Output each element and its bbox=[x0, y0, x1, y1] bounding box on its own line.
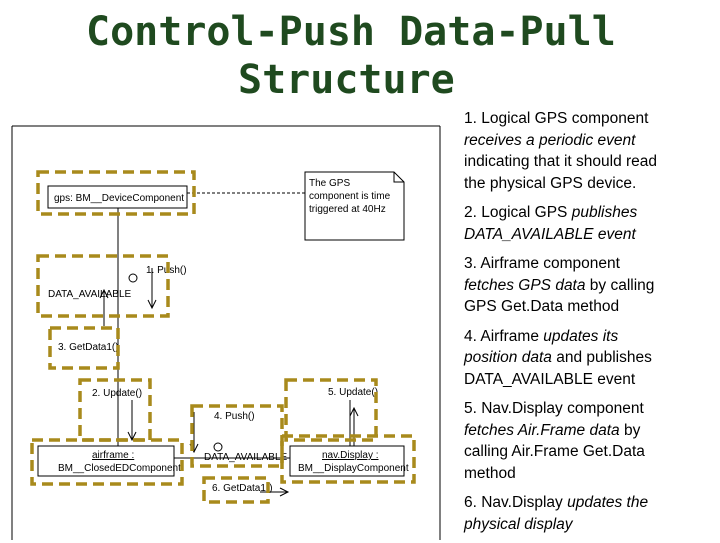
step-text-segment: updates the bbox=[567, 494, 649, 511]
step-text-segment: 6. Nav.Display bbox=[464, 494, 568, 511]
step-line: 5. Nav.Display component bbox=[464, 398, 716, 420]
step-line: 6. Nav.Display updates the bbox=[464, 492, 716, 514]
highlight-gps-box bbox=[36, 170, 196, 216]
highlight-get-data-6 bbox=[202, 476, 270, 504]
slide-title-line-2: Structure bbox=[238, 57, 455, 103]
step-text-segment: publishes bbox=[571, 204, 638, 221]
step-text-segment: DATA_AVAILABLE event bbox=[464, 225, 636, 243]
update-2-label: 2. Update() bbox=[92, 388, 142, 399]
airframe-component-box bbox=[37, 445, 175, 477]
highlight-navdisplay-box bbox=[280, 434, 416, 484]
event-circle-2 bbox=[213, 442, 223, 452]
step-text-segment: receives a periodic event bbox=[464, 131, 636, 149]
note-line-1: The GPS bbox=[309, 178, 350, 189]
step-text-segment: by calling bbox=[585, 276, 655, 294]
note-line-2: component is time bbox=[309, 191, 391, 202]
step-line: GPS Get.Data method bbox=[464, 296, 716, 318]
step-item-1: 1. Logical GPS component receives a perio… bbox=[464, 108, 716, 194]
step-text-segment: GPS Get.Data method bbox=[464, 298, 620, 315]
step-text-segment: indicating that it should read bbox=[464, 153, 658, 170]
step-text-segment: fetches Air.Frame data bbox=[464, 421, 620, 439]
event-circle-1 bbox=[128, 273, 138, 283]
step-text-segment: by bbox=[619, 421, 641, 439]
step-line: 4. Airframe updates its bbox=[464, 326, 716, 348]
step-text-segment: and publishes bbox=[551, 349, 652, 366]
highlight-airframe-box bbox=[30, 438, 184, 486]
step-line: physical display bbox=[464, 514, 716, 536]
gps-component-box bbox=[47, 185, 188, 209]
step-line: calling Air.Frame Get.Data bbox=[464, 441, 716, 463]
step-text-segment: 1. Logical GPS component bbox=[464, 110, 649, 127]
highlight-update-5-area bbox=[284, 378, 378, 442]
step-item-5: 5. Nav.Display component fetches Air.Fram… bbox=[464, 398, 716, 484]
update-5-label: 5. Update() bbox=[328, 387, 378, 398]
step-text-segment: updates its bbox=[543, 327, 619, 345]
step-line: position data and publishes bbox=[464, 347, 716, 369]
step-list: 1. Logical GPS component receives a perio… bbox=[464, 108, 716, 543]
arrow-update-2 bbox=[127, 400, 137, 442]
get-data-6-label: 6. GetData1() bbox=[212, 483, 273, 494]
step-line: method bbox=[464, 463, 716, 485]
step-line: DATA_AVAILABLE event bbox=[464, 369, 716, 391]
highlight-data-available bbox=[36, 254, 170, 318]
arrow-push-1 bbox=[147, 268, 157, 310]
step-item-3: 3. Airframe component fetches GPS data by… bbox=[464, 253, 716, 318]
note-gps-timing: The GPS component is time triggered at 4… bbox=[304, 171, 405, 241]
arrow-get-data-3 bbox=[99, 288, 109, 326]
step-line: 3. Airframe component bbox=[464, 253, 716, 275]
step-line: DATA_AVAILABLE event bbox=[464, 224, 716, 246]
arrow-update-5 bbox=[349, 406, 359, 448]
step-text-segment: position data bbox=[464, 349, 552, 366]
navdisplay-name-label: nav.Display : bbox=[322, 450, 379, 461]
highlight-get-data-3 bbox=[48, 326, 120, 370]
step-text-segment: 5. Nav.Display component bbox=[464, 400, 644, 417]
step-line: indicating that it should read bbox=[464, 151, 716, 173]
arrow-get-data-6 bbox=[260, 487, 290, 497]
step-text-segment: physical display bbox=[464, 515, 573, 533]
step-text-segment: calling Air.Frame Get.Data bbox=[464, 443, 645, 460]
step-text-segment: 3. Airframe component bbox=[464, 255, 620, 272]
step-text-segment: fetches GPS data bbox=[464, 276, 586, 294]
navdisplay-type-label: BM__DisplayComponent bbox=[298, 463, 409, 474]
step-line: 2. Logical GPS publishes bbox=[464, 202, 716, 224]
uml-collaboration-diagram: gps: BM__DeviceComponent The GPS compone… bbox=[11, 125, 441, 540]
highlight-update-2 bbox=[78, 378, 152, 442]
step-line: 1. Logical GPS component bbox=[464, 108, 716, 130]
step-line: receives a periodic event bbox=[464, 130, 716, 152]
step-line: fetches Air.Frame data by bbox=[464, 420, 716, 442]
data-available-2-label: DATA_AVAILABLE bbox=[204, 452, 288, 463]
slide-title-line-1: Control-Push Data-Pull bbox=[86, 9, 616, 55]
step-line: the physical GPS device. bbox=[464, 173, 716, 195]
data-available-1-label: DATA_AVAILABLE bbox=[48, 289, 132, 300]
airframe-name-label: airframe : bbox=[92, 450, 134, 461]
step-text-segment: DATA_AVAILABLE event bbox=[464, 370, 636, 388]
step-text-segment: method bbox=[464, 464, 516, 482]
push-4-label: 4. Push() bbox=[214, 411, 255, 422]
airframe-type-label: BM__ClosedEDComponent bbox=[58, 463, 181, 474]
step-text-segment: 2. Logical GPS bbox=[464, 204, 572, 221]
gps-component-label: gps: BM__DeviceComponent bbox=[54, 193, 184, 204]
step-text-segment: the physical GPS device. bbox=[464, 174, 637, 192]
step-line: fetches GPS data by calling bbox=[464, 275, 716, 297]
note-line-3: triggered at 40Hz bbox=[309, 204, 386, 215]
step-text-segment: 4. Airframe bbox=[464, 327, 544, 345]
navdisplay-component-box bbox=[289, 445, 405, 477]
get-data-3-label: 3. GetData1() bbox=[58, 342, 119, 353]
